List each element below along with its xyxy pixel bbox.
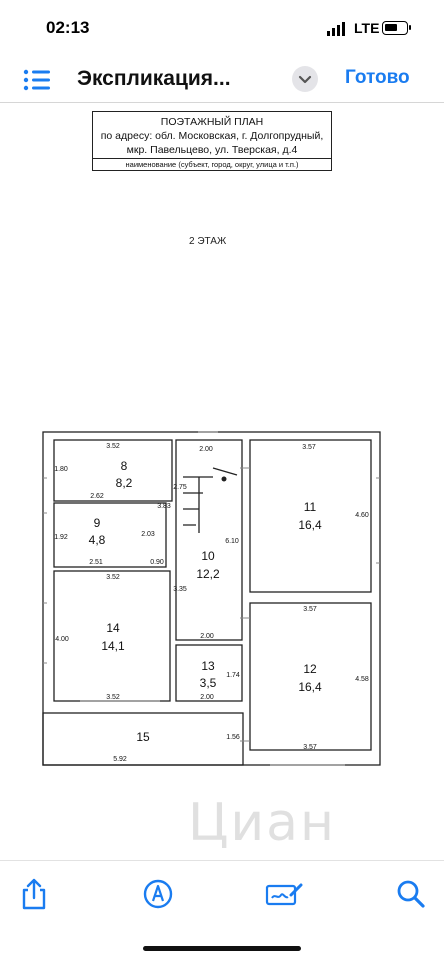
title-menu-button[interactable] — [292, 66, 318, 92]
search-icon[interactable] — [394, 877, 428, 911]
watermark: Циан — [188, 793, 337, 853]
floor-label: 2 ЭТАЖ — [189, 236, 227, 247]
plan-header-caption: наименование (субъект, город, округ, ули… — [93, 158, 331, 170]
room-number: 8 — [121, 459, 128, 473]
dim-label: 3.57 — [303, 606, 317, 613]
dim-label: 4.00 — [55, 636, 69, 643]
document-title[interactable]: Экспликация... — [77, 67, 231, 90]
signal-icon — [327, 22, 345, 36]
dim-label: 3.57 — [303, 744, 317, 751]
home-indicator — [143, 946, 301, 951]
dim-label: 3.52 — [106, 694, 120, 701]
done-button[interactable]: Готово — [345, 67, 410, 88]
room-area: 16,4 — [298, 680, 322, 694]
room-number: 14 — [106, 621, 120, 635]
document-view[interactable]: ПОЭТАЖНЫЙ ПЛАН по адресу: обл. Московска… — [0, 103, 444, 860]
room-number: 15 — [136, 730, 150, 744]
dim-label: 6.10 — [225, 538, 239, 545]
room-area: 12,2 — [196, 567, 220, 581]
plan-header-box: ПОЭТАЖНЫЙ ПЛАН по адресу: обл. Московска… — [92, 111, 332, 171]
dim-label: 2.00 — [200, 694, 214, 701]
room-number: 9 — [94, 516, 101, 530]
floor-plan: 3.52 2.00 3.57 1.80 2.62 3.83 2.75 1.92 … — [42, 431, 381, 766]
list-icon[interactable] — [22, 66, 52, 94]
dim-label: 3.35 — [173, 586, 187, 593]
room-number: 11 — [304, 500, 317, 514]
dim-label: 5.92 — [113, 756, 127, 763]
dim-label: 4.60 — [355, 512, 369, 519]
room-area: 16,4 — [298, 518, 322, 532]
plan-header-title: ПОЭТАЖНЫЙ ПЛАН — [160, 116, 264, 128]
room-area: 3,5 — [200, 676, 217, 690]
room-number: 10 — [201, 549, 215, 563]
status-bar: 02:13 LTE — [0, 0, 444, 58]
dim-label: 4.58 — [355, 676, 369, 683]
dim-label: 2.51 — [89, 559, 103, 566]
room-area: 14,1 — [101, 639, 125, 653]
chevron-down-icon — [298, 75, 312, 84]
dim-label: 1.92 — [54, 534, 68, 541]
status-time: 02:13 — [46, 18, 90, 37]
room-number: 12 — [303, 662, 317, 676]
bottom-toolbar — [0, 860, 444, 961]
dim-label: 3.52 — [106, 443, 120, 450]
dim-label: 3.52 — [106, 574, 120, 581]
dim-label: 3.83 — [157, 503, 171, 510]
dim-label: 3.57 — [302, 444, 316, 451]
dim-label: 1.80 — [54, 466, 68, 473]
dim-label: 2.03 — [141, 531, 155, 538]
dim-label: 2.00 — [200, 633, 214, 640]
plan-address-line1: по адресу: обл. Московская, г. Долгопруд… — [100, 130, 324, 142]
dim-label: 0.90 — [150, 559, 164, 566]
room-number: 13 — [201, 659, 215, 673]
dim-label: 2.62 — [90, 493, 104, 500]
dim-label: 2.75 — [173, 484, 187, 491]
dim-label: 2.00 — [199, 446, 213, 453]
room-area: 8,2 — [116, 476, 133, 490]
navigation-bar: Экспликация... Готово — [0, 58, 444, 103]
dim-label: 1.74 — [226, 672, 240, 679]
markup-icon[interactable] — [141, 877, 175, 911]
network-type: LTE — [354, 20, 380, 36]
battery-icon — [382, 21, 411, 35]
share-icon[interactable] — [17, 877, 51, 911]
signature-icon[interactable] — [265, 877, 303, 911]
room-area: 4,8 — [89, 533, 106, 547]
dim-label: 1.56 — [226, 734, 240, 741]
plan-address-line2: мкр. Павельцево, ул. Тверская, д.4 — [126, 144, 298, 156]
